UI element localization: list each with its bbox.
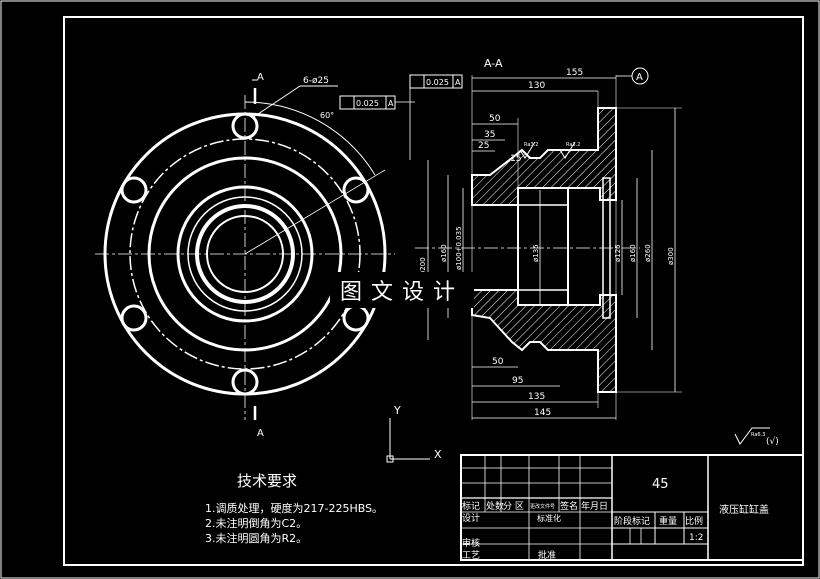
hole-callout: 6-ø25 — [303, 76, 329, 86]
stage-label: 阶段标记 — [614, 515, 650, 527]
dim-130: 130 — [528, 81, 545, 91]
roughness-general-suffix: (√) — [766, 436, 779, 447]
scale-label: 比例 — [685, 515, 703, 527]
axis-x-label: X — [434, 448, 442, 461]
dim-dia260: ø260 — [644, 244, 652, 262]
process-label: 工艺 — [462, 550, 480, 561]
view-marker-top: A — [257, 72, 264, 83]
approve-label: 批准 — [538, 549, 556, 561]
dim-dia200: ø200 — [419, 257, 427, 275]
dim-155: 155 — [566, 68, 583, 78]
technical-notes: 技术要求 1.调质处理，硬度为217-225HBS。 2.未注明倒角为C2。 3… — [205, 470, 383, 546]
tol-value-1: 0.025 — [426, 78, 449, 87]
notes-title: 技术要求 — [237, 472, 298, 490]
front-view — [95, 79, 395, 420]
dim-50a: 50 — [489, 114, 501, 124]
roughness-general: Ra6.3 — [751, 432, 765, 438]
review-label: 审核 — [462, 537, 480, 549]
section-label: A-A — [484, 57, 503, 70]
section-view — [339, 67, 770, 463]
datum-label: A — [636, 72, 643, 83]
note-line-3: 3.未注明圆角为R2。 — [205, 532, 308, 545]
view-marker-bottom: A — [257, 428, 264, 439]
dim-135: 135 — [528, 392, 545, 402]
hdr-count: 处数 — [486, 500, 504, 512]
roughness-1: Ra3.2 — [524, 142, 538, 148]
hdr-zone: 分 区 — [503, 501, 524, 512]
note-line-2: 2.未注明倒角为C2。 — [205, 517, 308, 530]
dim-dia60: ø160 — [440, 244, 448, 262]
dim-dia300: ø300 — [667, 247, 675, 265]
note-line-1: 1.调质处理，硬度为217-225HBS。 — [205, 502, 384, 515]
weight-label: 重量 — [659, 515, 677, 527]
hdr-date: 年月日 — [581, 500, 608, 512]
angle-callout: 60° — [320, 111, 334, 120]
tol-value-2: 0.025 — [356, 99, 379, 108]
dim-95: 95 — [512, 376, 523, 386]
title-block — [460, 454, 804, 561]
scale-value: 1:2 — [689, 533, 703, 543]
dim-15: 15 — [510, 154, 521, 164]
std-label: 标准化 — [537, 513, 561, 523]
dim-dia135: ø135 — [532, 244, 540, 262]
dim-35: 35 — [484, 130, 495, 140]
hdr-mark: 标记 — [462, 500, 480, 512]
dim-dia125: ø125 — [614, 244, 622, 262]
dim-dia160: ø160 — [629, 244, 637, 262]
hdr-doc: 更改文件号 — [530, 503, 555, 510]
designer-label: 设计 — [462, 512, 480, 524]
material: 45 — [652, 477, 669, 492]
dim-50b: 50 — [492, 357, 504, 367]
axis-y-label: Y — [393, 404, 401, 417]
tol-datum-1: A — [455, 78, 461, 87]
part-name: 液压缸缸盖 — [719, 503, 769, 516]
dim-dia100: ø100+0.035 — [455, 226, 463, 270]
dim-25: 25 — [478, 141, 489, 151]
tol-datum-2: A — [388, 99, 394, 108]
inner-frame — [63, 16, 804, 566]
watermark: 图文设计 — [330, 272, 475, 308]
hdr-sign: 签名 — [560, 500, 578, 512]
dim-145: 145 — [534, 408, 551, 418]
roughness-2: Ra3.2 — [566, 142, 580, 148]
